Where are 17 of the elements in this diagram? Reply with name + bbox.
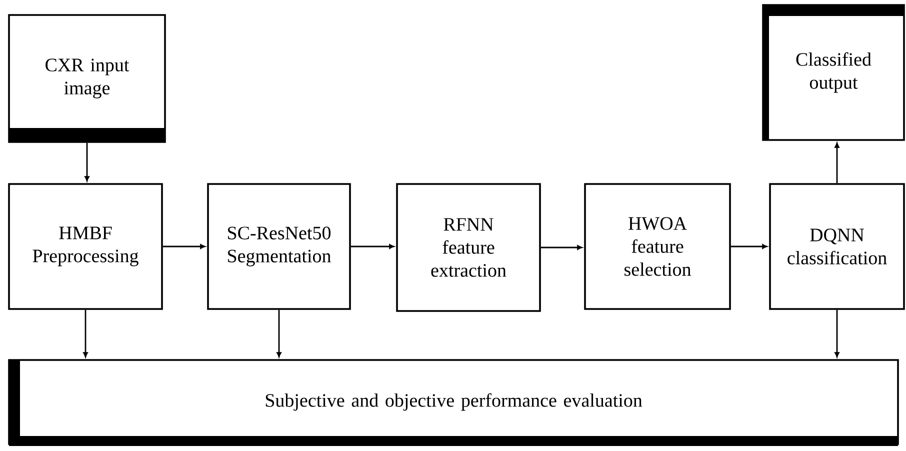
process-box: HWOA feature selection [584, 183, 731, 310]
arrow [540, 245, 582, 250]
arrow [276, 310, 282, 358]
process-box: DQNN classification [769, 183, 905, 310]
arrow [84, 142, 90, 182]
arrow [730, 244, 768, 249]
process-box: Classified output [762, 4, 905, 141]
arrow [83, 310, 88, 358]
arrow [834, 310, 840, 358]
process-box: SC-ResNet50 Segmentation [207, 183, 351, 310]
process-box: CXR input image [8, 14, 166, 143]
arrow [834, 142, 840, 184]
arrow [350, 244, 394, 249]
process-box: HMBF Preprocessing [8, 183, 163, 310]
evaluation-box: Subjective and objective performance evaluation [8, 359, 899, 446]
arrow [162, 244, 206, 249]
process-box: RFNN feature extraction [396, 183, 541, 312]
